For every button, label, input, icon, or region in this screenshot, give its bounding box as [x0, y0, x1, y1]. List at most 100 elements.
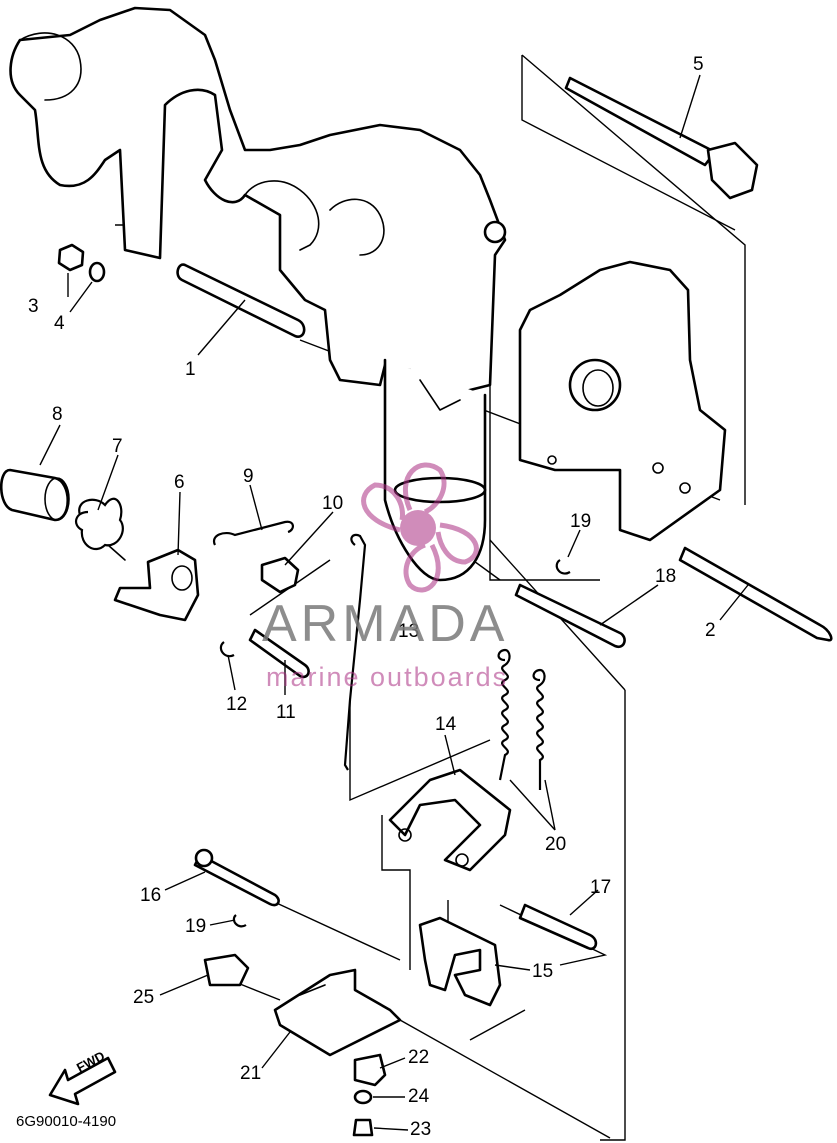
clamp-bracket	[518, 260, 727, 542]
swivel-bracket-detail	[329, 198, 385, 256]
leader-14	[444, 734, 456, 776]
leader-12	[227, 654, 236, 691]
swivel-tube-detail	[419, 379, 461, 411]
part-2-bolt	[678, 546, 833, 642]
leader-22	[379, 1057, 406, 1069]
part-14-hole	[455, 853, 469, 867]
part-22-clip	[353, 1053, 387, 1087]
clamp-bracket-bore-inner	[582, 369, 614, 407]
reference-line	[521, 55, 736, 231]
leader-10	[284, 511, 334, 566]
part-3-nut	[57, 243, 85, 272]
part-8-collar-end	[44, 477, 70, 521]
part-24-screw	[352, 1118, 374, 1137]
watermark-tagline: marine outboards	[266, 662, 509, 692]
part-12-clip	[219, 641, 235, 658]
leader-8	[39, 424, 61, 466]
reference-line	[469, 1009, 526, 1041]
reference-line	[269, 899, 401, 961]
part-25-washer	[353, 1089, 373, 1105]
part-18-pin	[514, 583, 626, 649]
swivel-bracket-detail	[244, 180, 320, 251]
callout-23: 25	[133, 987, 155, 1008]
callout-2: 2	[705, 620, 716, 641]
leader-4	[69, 281, 93, 313]
leader-16	[164, 871, 206, 891]
callout-8: 8	[52, 404, 63, 425]
reference-line	[399, 1019, 611, 1139]
leader-23	[159, 974, 209, 996]
part-19-clip	[555, 559, 571, 575]
part-1-tube	[176, 263, 306, 338]
leader-17	[569, 889, 599, 916]
callout-19a: 19	[570, 511, 592, 532]
swivel-bracket	[9, 6, 507, 397]
part-11-pin	[248, 628, 310, 679]
watermark-brand: ARMADA	[262, 595, 509, 653]
callout-15: 15	[532, 961, 554, 982]
clamp-bracket-hole	[652, 462, 664, 474]
part-16-bolt	[193, 853, 280, 907]
part-5-rod	[564, 76, 717, 167]
callout-10: 10	[322, 493, 344, 514]
leader-20b	[544, 779, 556, 831]
reference-line	[349, 700, 491, 802]
leader-20	[509, 779, 556, 831]
part-17-pin	[518, 903, 598, 951]
callout-16: 16	[140, 885, 162, 906]
clamp-bracket-hole	[547, 455, 557, 465]
callout-3: 3	[28, 296, 39, 317]
callout-9: 9	[243, 466, 254, 487]
leader-19a	[567, 529, 581, 558]
part-14-bracket	[388, 768, 512, 872]
leader-21	[261, 1031, 291, 1069]
leader-5	[679, 74, 701, 139]
leader-7	[97, 454, 119, 511]
leader-24	[373, 1127, 409, 1131]
part-7-spring-tail	[107, 544, 126, 561]
part-7-spring	[74, 497, 124, 551]
drawing-code: 6G90010-4190	[16, 1113, 117, 1130]
leader-19b	[209, 919, 236, 926]
bracket-boss	[483, 220, 507, 244]
callout-25: 24	[408, 1086, 430, 1107]
part-23-block	[203, 953, 250, 987]
callout-5: 5	[693, 54, 704, 75]
callout-17: 17	[590, 877, 612, 898]
callout-12: 12	[226, 694, 248, 715]
leader-15	[494, 964, 531, 971]
part-20-spring	[532, 668, 546, 790]
clamp-bracket-hole	[679, 482, 691, 494]
leader-18	[599, 584, 659, 626]
part-21-slot	[299, 984, 326, 996]
callout-18: 18	[655, 566, 677, 587]
callout-13: 13	[398, 621, 420, 642]
part-15-bracket	[418, 916, 502, 1007]
part-13-rod	[343, 533, 367, 771]
callout-6: 6	[174, 472, 185, 493]
fwd-arrow-icon	[48, 1056, 117, 1106]
callout-1: 1	[185, 359, 196, 380]
callout-20: 20	[545, 834, 567, 855]
part-20-spring	[497, 648, 511, 781]
part-19-clip	[232, 914, 247, 928]
propeller-icon	[361, 462, 479, 593]
leader-1	[197, 299, 246, 356]
callout-24: 23	[410, 1119, 432, 1140]
reference-line	[521, 54, 746, 505]
leader-2	[719, 584, 749, 621]
part-16-head	[194, 848, 214, 868]
part-21-bracket	[273, 968, 402, 1057]
leader-9	[249, 484, 263, 531]
callout-19b: 19	[185, 916, 207, 937]
leader-6	[177, 491, 181, 556]
callout-21: 21	[240, 1063, 262, 1084]
part-5-knob	[706, 141, 759, 200]
part-6-lever	[113, 548, 200, 622]
swivel-bracket-detail	[19, 32, 82, 101]
part-14-hole	[398, 828, 412, 842]
reference-line	[600, 690, 626, 1141]
part-4-washer	[88, 261, 106, 283]
